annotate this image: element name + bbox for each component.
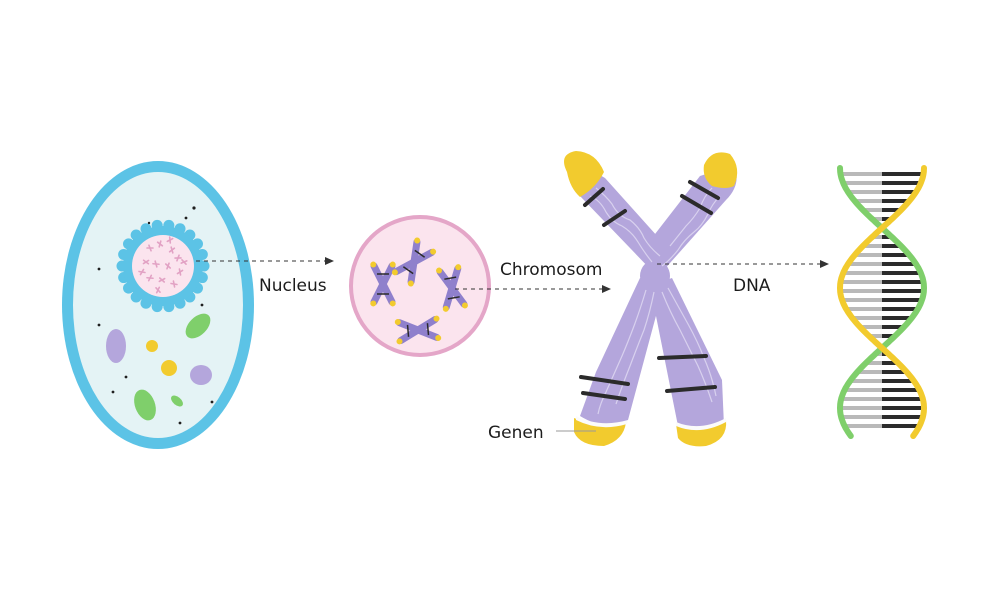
label-nucleus: Nucleus	[259, 276, 327, 296]
organelle-purple-small	[190, 365, 212, 385]
cytoplasm-dots	[97, 206, 214, 425]
base-pairs	[840, 172, 924, 428]
organelle-yellow	[161, 360, 177, 376]
label-dna: DNA	[733, 276, 771, 296]
organelle-yellow-small	[146, 340, 158, 352]
chromatin-pattern	[589, 187, 721, 415]
chromatid-left-lower	[580, 278, 664, 426]
chromatin-speck	[142, 259, 150, 265]
chromatin-speck	[181, 259, 187, 265]
organelle-green-tiny	[171, 395, 183, 407]
telomere-top-left	[564, 151, 604, 197]
cell	[62, 161, 254, 449]
arrows	[196, 257, 829, 432]
chromatin-speck	[148, 244, 152, 252]
chromatin-speck	[158, 240, 162, 248]
centromere	[640, 260, 670, 292]
mini-chromosome	[394, 315, 442, 345]
mini-chromosome	[370, 261, 396, 307]
organelle-purple-large	[106, 329, 126, 363]
chromatin-speck	[176, 269, 184, 275]
label-chromosom: Chromosom	[500, 260, 603, 280]
chromatin-speck	[166, 262, 170, 270]
chromosome-bands	[579, 180, 720, 401]
chromatin-speck	[154, 260, 158, 268]
cell-nucleus	[116, 219, 210, 313]
dna-strand-yellow	[836, 165, 928, 439]
dna-helix	[836, 165, 928, 439]
organelle-green-top	[185, 313, 211, 339]
nucleus-envelope	[349, 215, 491, 357]
mini-chromosome	[436, 264, 468, 312]
nucleus-detail	[349, 215, 491, 357]
chromatid-right-upper	[638, 165, 737, 272]
chromatin-speck	[168, 247, 176, 253]
chromatin-speck	[138, 270, 146, 274]
label-genen: Genen	[488, 423, 544, 443]
organelle-green-bottom	[134, 389, 156, 421]
chromatin-speck	[155, 286, 161, 294]
dna-strand-green	[836, 165, 928, 439]
chromatin-speck	[158, 277, 166, 283]
mini-chromosome	[391, 237, 437, 287]
chromatin-speck	[166, 237, 174, 243]
chromosome	[564, 151, 738, 447]
telomere-top-right	[703, 152, 738, 188]
chromatin-speck	[172, 280, 176, 288]
telomeres	[564, 151, 738, 447]
